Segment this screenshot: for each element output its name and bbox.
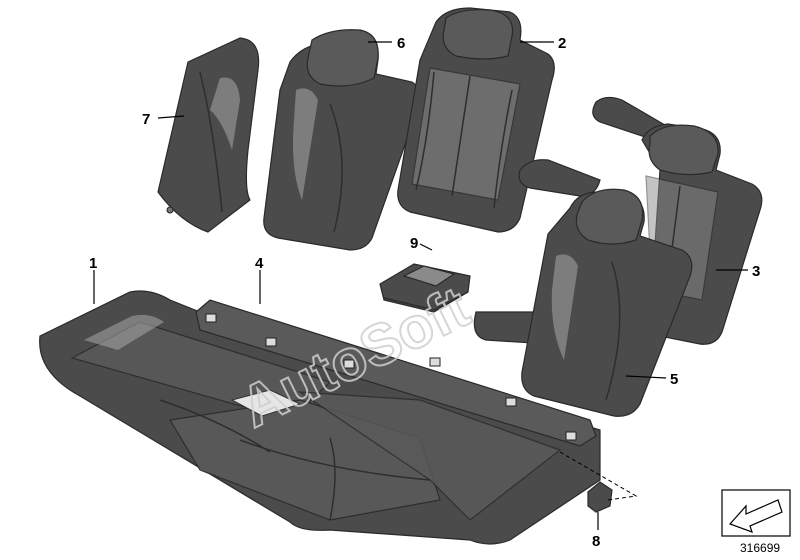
assembly-line xyxy=(559,451,638,501)
part-8-clip[interactable] xyxy=(587,481,613,513)
callout-2: 2 xyxy=(558,35,566,52)
part-1-seat-cushion[interactable] xyxy=(39,290,601,545)
callout-3: 3 xyxy=(752,263,760,280)
callout-4: 4 xyxy=(255,255,264,272)
part-6-backrest-left[interactable] xyxy=(263,29,421,251)
part-5-backrest-front-right[interactable] xyxy=(473,159,693,417)
part-4-seat-frame[interactable] xyxy=(195,299,597,447)
callout-5: 5 xyxy=(670,371,678,388)
leader-lines xyxy=(93,41,748,530)
callout-7: 7 xyxy=(142,111,150,128)
arrow-orientation-icon xyxy=(721,489,791,537)
part-2-backrest-center[interactable] xyxy=(397,7,555,233)
catalog-number: 316699 xyxy=(740,541,780,555)
callout-9: 9 xyxy=(410,235,418,252)
callout-8: 8 xyxy=(592,533,600,550)
callout-6: 6 xyxy=(397,35,405,52)
callout-1: 1 xyxy=(89,255,97,272)
part-9-armrest-insert[interactable] xyxy=(379,263,471,313)
part-7-side-bolster[interactable] xyxy=(157,37,260,233)
